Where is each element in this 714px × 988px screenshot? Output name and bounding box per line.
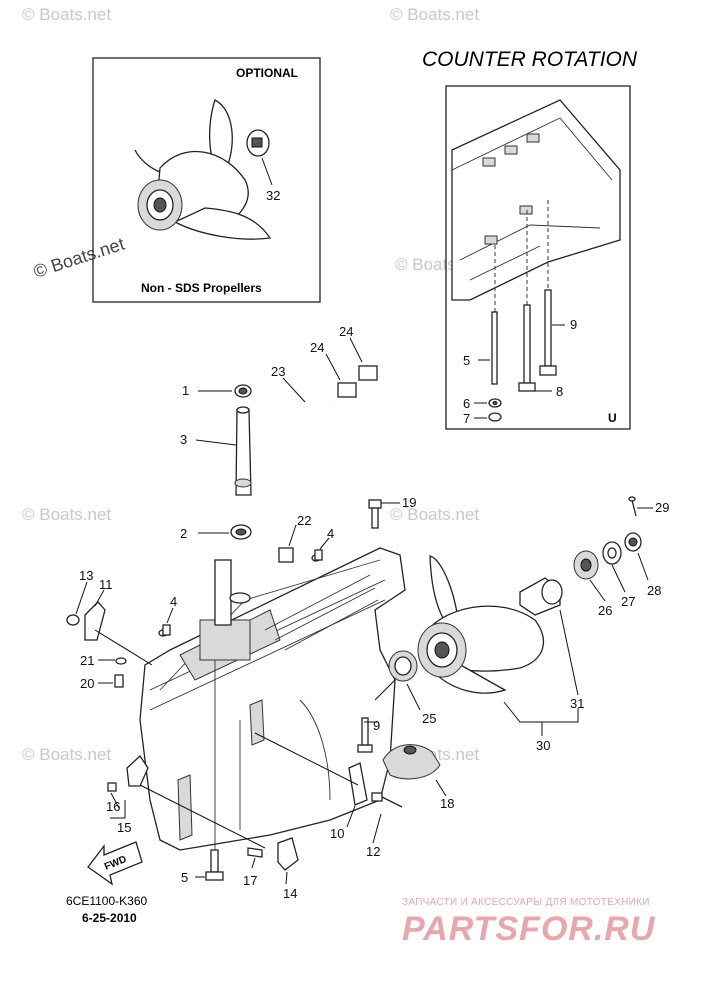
water-tube-part-3 [195, 406, 252, 496]
callout-9: 9 [373, 718, 380, 733]
callout-13: 13 [79, 568, 93, 583]
callout-10: 10 [330, 826, 344, 841]
non-sds-propeller-illustration [134, 99, 272, 240]
callout-26: 26 [598, 603, 612, 618]
bolt-part-5 [195, 849, 224, 881]
grommet-part-1 [198, 384, 252, 398]
grommet-part-2 [198, 524, 252, 540]
callout-cr-5: 5 [463, 353, 470, 368]
cotter-pin-part-29 [628, 496, 653, 517]
optional-caption: Non - SDS Propellers [141, 281, 262, 295]
callout-29: 29 [655, 500, 669, 515]
lower-casing [139, 547, 406, 851]
callout-4-right: 4 [327, 526, 334, 541]
callout-2: 2 [180, 526, 187, 541]
optional-title: OPTIONAL [236, 66, 298, 80]
bolt-part-12 [371, 792, 403, 844]
bushing-part-31 [519, 577, 579, 696]
anode-part-10 [254, 732, 368, 828]
promo-logo: PARTSFOR.RU [402, 910, 656, 948]
bolt-part-9 [357, 717, 378, 753]
callout-25: 25 [422, 711, 436, 726]
callout-12: 12 [366, 844, 380, 859]
watermark: © Boats.net [390, 505, 479, 524]
diagram-code: 6CE1100-K360 [66, 894, 147, 908]
watermark: © Boats.net [22, 745, 111, 764]
callout-30: 30 [536, 738, 550, 753]
watermark-vertical: © Boats.net [31, 234, 127, 282]
callout-28: 28 [647, 583, 661, 598]
promo-line: ЗАПЧАСТИ И АКСЕССУАРЫ ДЛЯ МОТОТЕХНИКИ [402, 897, 650, 908]
propeller-part-30 [417, 555, 579, 736]
callout-18: 18 [440, 796, 454, 811]
callout-24-a: 24 [310, 340, 324, 355]
cover-part-14 [277, 837, 299, 885]
optional-box: OPTIONAL 32 Non - SDS Propellers [92, 57, 321, 303]
dowel-part-4-right [314, 537, 330, 561]
fwd-arrow-icon: FWD [87, 841, 143, 886]
counter-rotation-corner-letter: U [608, 411, 617, 425]
callout-14: 14 [283, 886, 297, 901]
screw-part-17 [247, 847, 263, 869]
thrust-washer-part-25 [374, 650, 421, 711]
bolt-part-9-cr [539, 289, 557, 376]
callout-27: 27 [621, 594, 635, 609]
spacer-part-32 [246, 129, 273, 186]
watermark: © Boats.net [390, 5, 479, 24]
plug-part-20 [98, 674, 124, 688]
callout-16: 16 [106, 799, 120, 814]
bolt-part-8-cr [518, 304, 536, 392]
callout-cr-9: 9 [570, 317, 577, 332]
bolt-part-5-cr [491, 311, 498, 385]
callout-20: 20 [80, 676, 94, 691]
callout-5: 5 [181, 870, 188, 885]
callout-11: 11 [99, 577, 113, 592]
callout-19: 19 [402, 495, 416, 510]
counter-rotation-title: COUNTER ROTATION [422, 48, 638, 71]
watermark: © Boats.net [22, 505, 111, 524]
callout-32: 32 [266, 188, 280, 203]
callout-4-left: 4 [170, 594, 177, 609]
callout-1: 1 [182, 383, 189, 398]
callout-31: 31 [570, 696, 584, 711]
spacer-part-26 [573, 550, 606, 602]
gasket-part-21 [98, 657, 127, 665]
hose-part-23 [282, 377, 331, 541]
anode-part-16 [107, 755, 266, 849]
callout-cr-8: 8 [556, 384, 563, 399]
callout-cr-7: 7 [463, 411, 470, 426]
callout-24-b: 24 [339, 324, 353, 339]
callout-15: 15 [117, 820, 131, 835]
callout-17: 17 [243, 873, 257, 888]
bolt-part-19 [368, 499, 400, 529]
callout-23: 23 [271, 364, 285, 379]
diagram-date: 6-25-2010 [82, 911, 137, 925]
callout-cr-6: 6 [463, 396, 470, 411]
callout-21: 21 [80, 653, 94, 668]
nut-part-28 [624, 532, 649, 581]
dowel-part-4-left [162, 607, 174, 636]
watermark: © Boats.net [22, 5, 111, 24]
nut-part-13 [66, 581, 88, 626]
callout-22: 22 [297, 513, 311, 528]
grommet-part-22 [278, 524, 297, 563]
clip-part-24 [325, 337, 378, 398]
washer-part-27 [602, 541, 626, 593]
callout-3: 3 [180, 432, 187, 447]
trim-tab-part-18 [382, 744, 447, 797]
counter-rotation-box [445, 85, 631, 430]
cover-part-11 [84, 589, 153, 666]
